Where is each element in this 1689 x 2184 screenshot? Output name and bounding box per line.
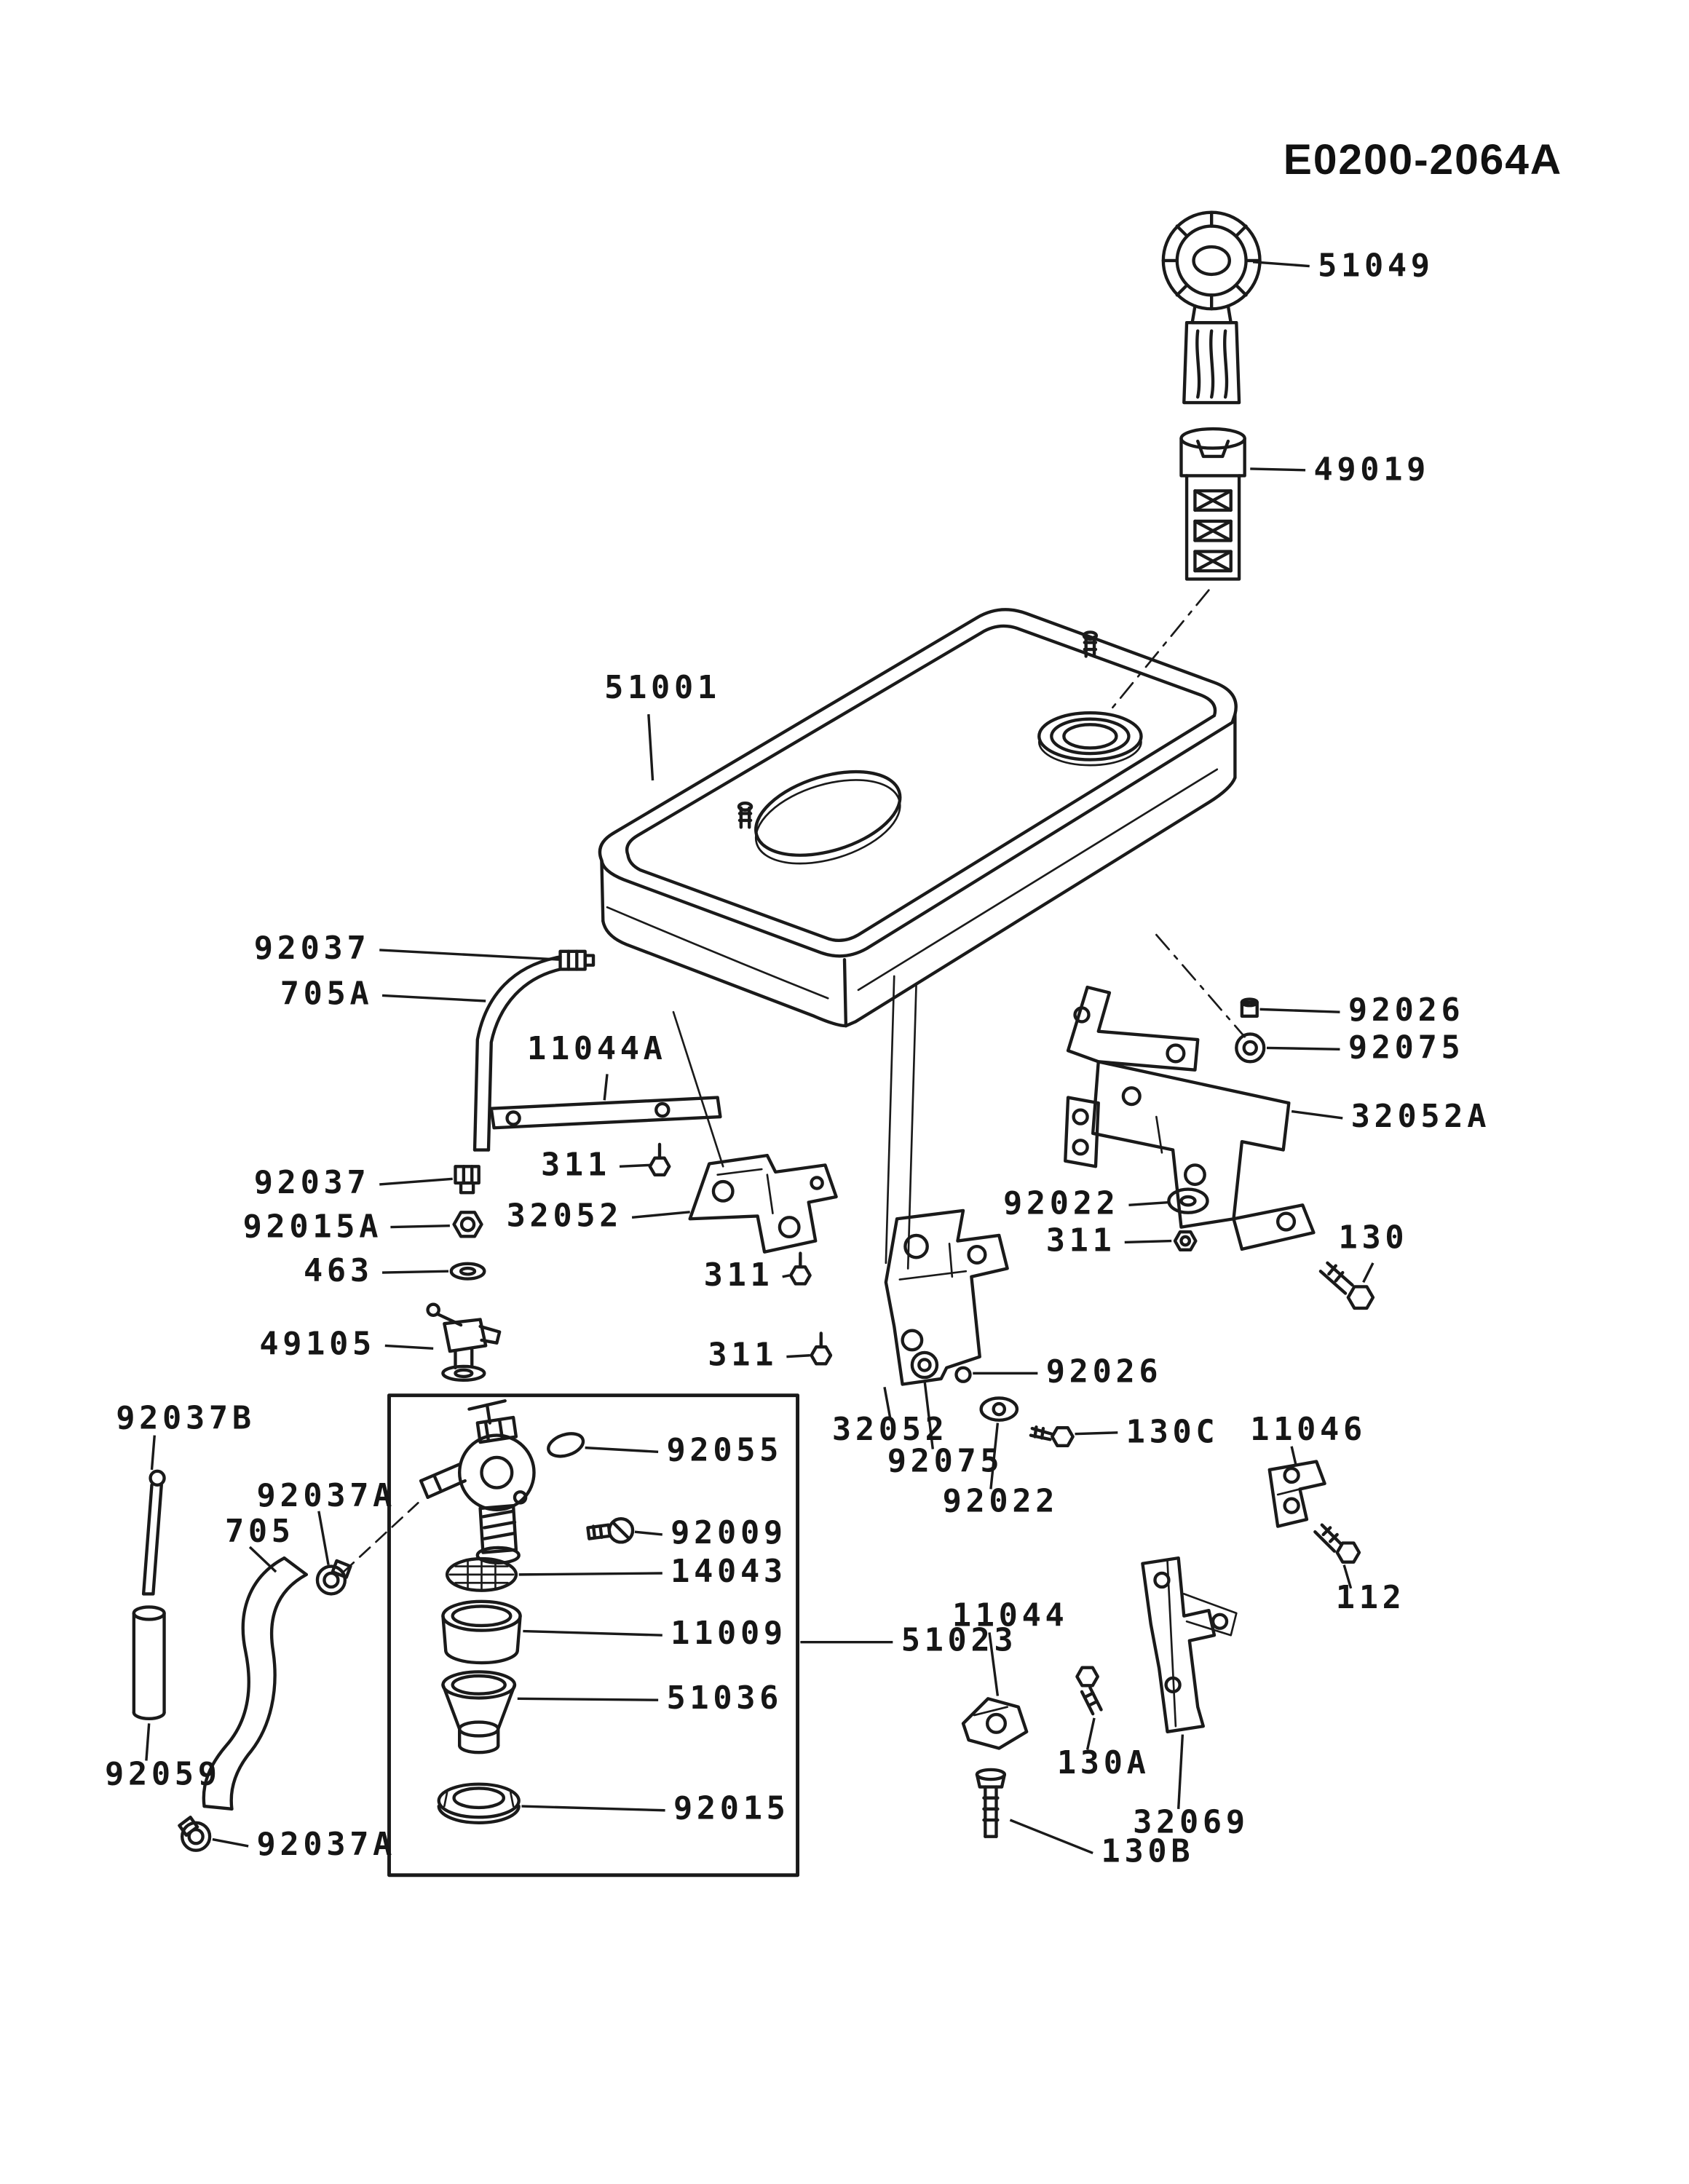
fuel-hose-705a (472, 955, 562, 1152)
part-label-32052-center: 32052 (832, 1412, 949, 1448)
screw-311-b (788, 1251, 812, 1286)
ball-92026-center (954, 1366, 972, 1383)
part-label-705: 705 (225, 1514, 295, 1550)
plate-11044a (489, 1096, 722, 1130)
part-label-311-right: 311 (1046, 1222, 1116, 1259)
part-label-51023: 51023 (901, 1623, 1018, 1659)
fuel-cap (1161, 210, 1262, 405)
part-label-92015a: 92015A (243, 1209, 383, 1246)
hose-fitting-92037-mid (454, 1165, 480, 1195)
fuel-tap-assembly (419, 1399, 536, 1564)
part-label-92075-right: 92075 (1348, 1029, 1465, 1066)
bolt-130a (1075, 1666, 1103, 1716)
grommet-92075-center (910, 1350, 939, 1380)
screen-14043 (445, 1556, 518, 1592)
filter-cup-51036 (441, 1670, 517, 1754)
assembly-guide-lines (342, 589, 1246, 1573)
washer-92022-right (1167, 1187, 1209, 1214)
part-label-311-c: 311 (708, 1337, 778, 1374)
nut-92015a (452, 1211, 483, 1238)
part-label-92022-right: 92022 (1003, 1185, 1120, 1222)
bracket-32052a (1064, 985, 1316, 1251)
part-label-311-b: 311 (704, 1257, 774, 1294)
clamp-92037a-upper (315, 1559, 352, 1596)
part-label-92026-right: 92026 (1348, 992, 1465, 1029)
bracket-11044 (961, 1697, 1029, 1750)
part-label-463: 463 (304, 1253, 373, 1289)
part-label-130b: 130B (1101, 1833, 1195, 1870)
nut-311-right (1173, 1230, 1198, 1252)
part-label-92037a-lower: 92037A (257, 1827, 397, 1863)
tube-92059 (132, 1605, 166, 1720)
part-label-130c: 130C (1126, 1415, 1219, 1451)
part-label-311-a: 311 (541, 1147, 611, 1183)
part-label-51036: 51036 (666, 1680, 783, 1717)
bolt-112 (1313, 1523, 1361, 1564)
part-label-51001: 51001 (604, 670, 721, 706)
ring-92015 (437, 1782, 521, 1824)
screw-311-a (648, 1142, 671, 1177)
part-label-92055: 92055 (666, 1432, 783, 1468)
screw-311-c (810, 1332, 833, 1366)
part-label-32052a: 32052A (1351, 1099, 1491, 1135)
clamp-92037a-lower (178, 1816, 212, 1852)
bolt-130b (975, 1768, 1007, 1838)
assembly-box-51023 (387, 1393, 800, 1878)
part-label-32069: 32069 (1133, 1805, 1249, 1841)
fuel-hose-705 (202, 1556, 308, 1811)
fuel-tap-49105 (426, 1302, 502, 1382)
part-label-130: 130 (1339, 1220, 1409, 1257)
fuel-gauge (1179, 427, 1246, 581)
pin-92026-right (1240, 997, 1259, 1018)
bolt-130 (1318, 1261, 1375, 1310)
diagram-code: E0200-2064A (1283, 136, 1562, 183)
part-label-11044a: 11044A (527, 1031, 667, 1067)
part-label-92022-center: 92022 (943, 1483, 1059, 1519)
part-label-92026-center: 92026 (1046, 1353, 1163, 1390)
part-label-112: 112 (1336, 1580, 1406, 1616)
part-label-14043: 14043 (671, 1554, 787, 1590)
part-label-130a: 130A (1057, 1745, 1150, 1781)
washer-463 (449, 1262, 486, 1281)
bracket-32069 (1141, 1556, 1238, 1733)
bracket-32052-left (688, 1153, 838, 1254)
grommet-92075-right (1235, 1032, 1266, 1064)
cup-11009 (441, 1599, 522, 1665)
part-label-92037-top: 92037 (254, 930, 371, 967)
part-labels: E0200-2064A 51049 49019 51001 92037 705A… (105, 136, 1562, 1870)
bolt-130c (1029, 1425, 1075, 1447)
washer-92022-center (979, 1396, 1019, 1422)
part-label-49019: 49019 (1313, 452, 1430, 488)
screw-92009 (586, 1516, 635, 1544)
hose-fitting-92037-top (558, 949, 596, 971)
bracket-32052-center (884, 1208, 1009, 1386)
bracket-11046 (1267, 1460, 1326, 1528)
part-label-11046: 11046 (1250, 1412, 1366, 1448)
hose-92037b (141, 1469, 166, 1596)
part-label-92037b: 92037B (116, 1401, 256, 1437)
part-label-92059: 92059 (105, 1756, 221, 1792)
part-label-92015: 92015 (673, 1791, 790, 1827)
fuel-tank (598, 608, 1238, 1028)
part-label-49105: 49105 (259, 1326, 376, 1362)
part-label-92037-mid: 92037 (254, 1165, 371, 1201)
part-label-11009: 11009 (671, 1615, 787, 1652)
part-label-92037a-upper: 92037A (257, 1478, 397, 1514)
part-label-92009: 92009 (671, 1515, 787, 1551)
part-label-32052-left: 32052 (507, 1198, 623, 1234)
part-label-11044: 11044 (952, 1598, 1069, 1634)
leader-lines (145, 261, 1374, 1855)
part-label-92075-center: 92075 (887, 1443, 1004, 1479)
cap-92055 (547, 1432, 585, 1458)
part-label-51049: 51049 (1318, 248, 1434, 284)
part-label-705a: 705A (280, 976, 373, 1012)
